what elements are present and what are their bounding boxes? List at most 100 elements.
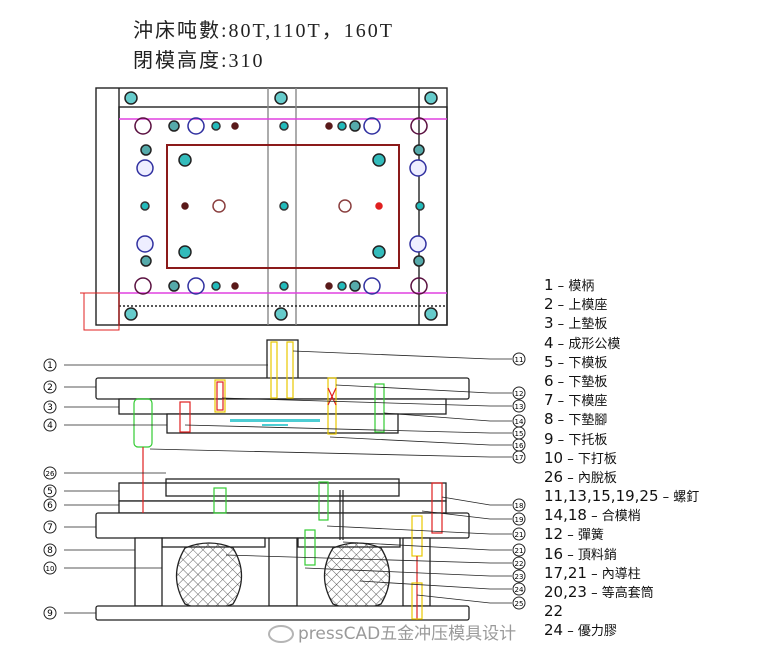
legend-number: 24 [544, 621, 564, 640]
callout-number: 3 [47, 403, 53, 413]
legend-dash: – [563, 528, 578, 544]
legend-part-name: 頂料銷 [577, 547, 617, 563]
guide-bore-icon [410, 117, 428, 135]
callout-bubble [512, 569, 526, 583]
callout-number: 15 [515, 430, 524, 438]
legend-number: 3 [544, 314, 554, 333]
callout-number: 2 [47, 383, 53, 393]
spring-hole-icon [136, 159, 154, 177]
legend-item: 9 – 下托板 [544, 430, 699, 449]
legend-dash: – [553, 336, 569, 352]
screw-hole-icon [424, 307, 438, 321]
legend-part-name: 等高套筒 [601, 586, 654, 601]
callout-bubble [512, 498, 526, 512]
upper-die-set [95, 377, 470, 400]
legend-number: 10 [544, 448, 564, 467]
legend-item: 12 – 彈簧 [544, 525, 699, 544]
stripper-screw-hole-icon [178, 245, 192, 259]
lower-die-set [95, 512, 470, 539]
leader-line [329, 436, 512, 446]
legend-part-name: 彈簧 [577, 528, 604, 544]
legend-item: 24 – 優力膠 [544, 621, 699, 640]
callout-number: 8 [47, 546, 53, 556]
plan-view [80, 87, 448, 331]
legend-number: 20,23 [544, 583, 587, 601]
legend-number: 17,21 [544, 563, 587, 582]
callout-bubble [512, 512, 526, 526]
guide-bore-icon [134, 277, 152, 295]
leader-line [383, 412, 512, 422]
small-hole-icon [337, 281, 347, 291]
screw-hole-icon [349, 120, 361, 132]
pilot-hole-icon [338, 199, 352, 213]
legend-dash: – [553, 279, 569, 294]
legend-number: 11,13,15,19,25 [544, 487, 659, 506]
legend-item: 8 – 下墊腳 [544, 410, 699, 429]
callout-number: 9 [47, 609, 53, 619]
screw-hole-icon [413, 255, 425, 267]
section-fasteners [133, 341, 443, 620]
callout-bubble [512, 399, 526, 413]
small-hole-icon [140, 201, 150, 211]
legend-item: 7 – 下模座 [544, 391, 699, 410]
dowel-hole-icon [231, 122, 239, 130]
callout-bubble [43, 484, 57, 498]
legend-part-name: 下打板 [577, 451, 617, 467]
callout-bubble [512, 386, 526, 400]
callout-bubble [512, 582, 526, 596]
guide-bore-icon [134, 117, 152, 135]
legend-dash: – [563, 547, 578, 563]
callout-number: 1 [47, 361, 53, 371]
pin-hole-icon [363, 277, 381, 295]
watermark: pressCAD五金冲压模具设计 [268, 624, 516, 645]
callout-bubble [43, 543, 57, 557]
cyan-note-mark [230, 419, 320, 426]
callout-number: 16 [515, 442, 524, 450]
screw-hole-icon [140, 144, 152, 156]
legend-number: 1 [544, 276, 554, 294]
callout-bubble [43, 400, 57, 414]
legend-dash: – [563, 624, 578, 640]
legend-item: 1 – 模柄 [544, 276, 699, 295]
legend-number: 26 [544, 467, 564, 486]
legend-number: 8 [544, 410, 554, 429]
leader-line [184, 424, 512, 434]
legend-number: 12 [544, 525, 564, 544]
spring-hole-icon [409, 235, 427, 253]
callout-number: 4 [47, 421, 53, 431]
callout-bubble [43, 380, 57, 394]
leader-line [342, 541, 512, 551]
dowel-hole-icon [231, 282, 239, 290]
leader-line [421, 510, 512, 520]
stripper-screw-hole-icon [178, 153, 192, 167]
callout-bubble [43, 418, 57, 432]
legend-item: 5 – 下模板 [544, 353, 699, 372]
callout-bubble [512, 527, 526, 541]
legend-item: 16 – 頂料銷 [544, 545, 699, 564]
guide-bore-icon [410, 277, 428, 295]
legend-dash: – [553, 374, 569, 390]
legend-dash: – [586, 566, 602, 582]
leader-line [149, 448, 512, 458]
callouts: 1234265678109111213141516171819212122232… [43, 350, 526, 620]
legend-part-name: 內導柱 [601, 566, 641, 582]
callout-number: 21 [515, 547, 524, 555]
legend-number: 16 [544, 544, 564, 563]
legend-number: 6 [544, 371, 554, 390]
callout-number: 19 [515, 516, 524, 524]
legend-dash: – [553, 317, 569, 333]
legend-part-name: 優力膠 [577, 624, 617, 640]
callout-number: 23 [515, 573, 524, 581]
leader-line [335, 384, 512, 394]
pin-hole-icon [187, 277, 205, 295]
small-hole-icon [211, 121, 221, 131]
spring-hole-icon [409, 159, 427, 177]
small-hole-icon [415, 201, 425, 211]
dowel-hole-icon [325, 282, 333, 290]
pin-hole-icon [187, 117, 205, 135]
legend-part-name: 下托板 [568, 432, 608, 448]
callout-number: 5 [47, 487, 53, 497]
stripper-screw-hole-icon [372, 245, 386, 259]
legend-number: 4 [544, 333, 554, 352]
